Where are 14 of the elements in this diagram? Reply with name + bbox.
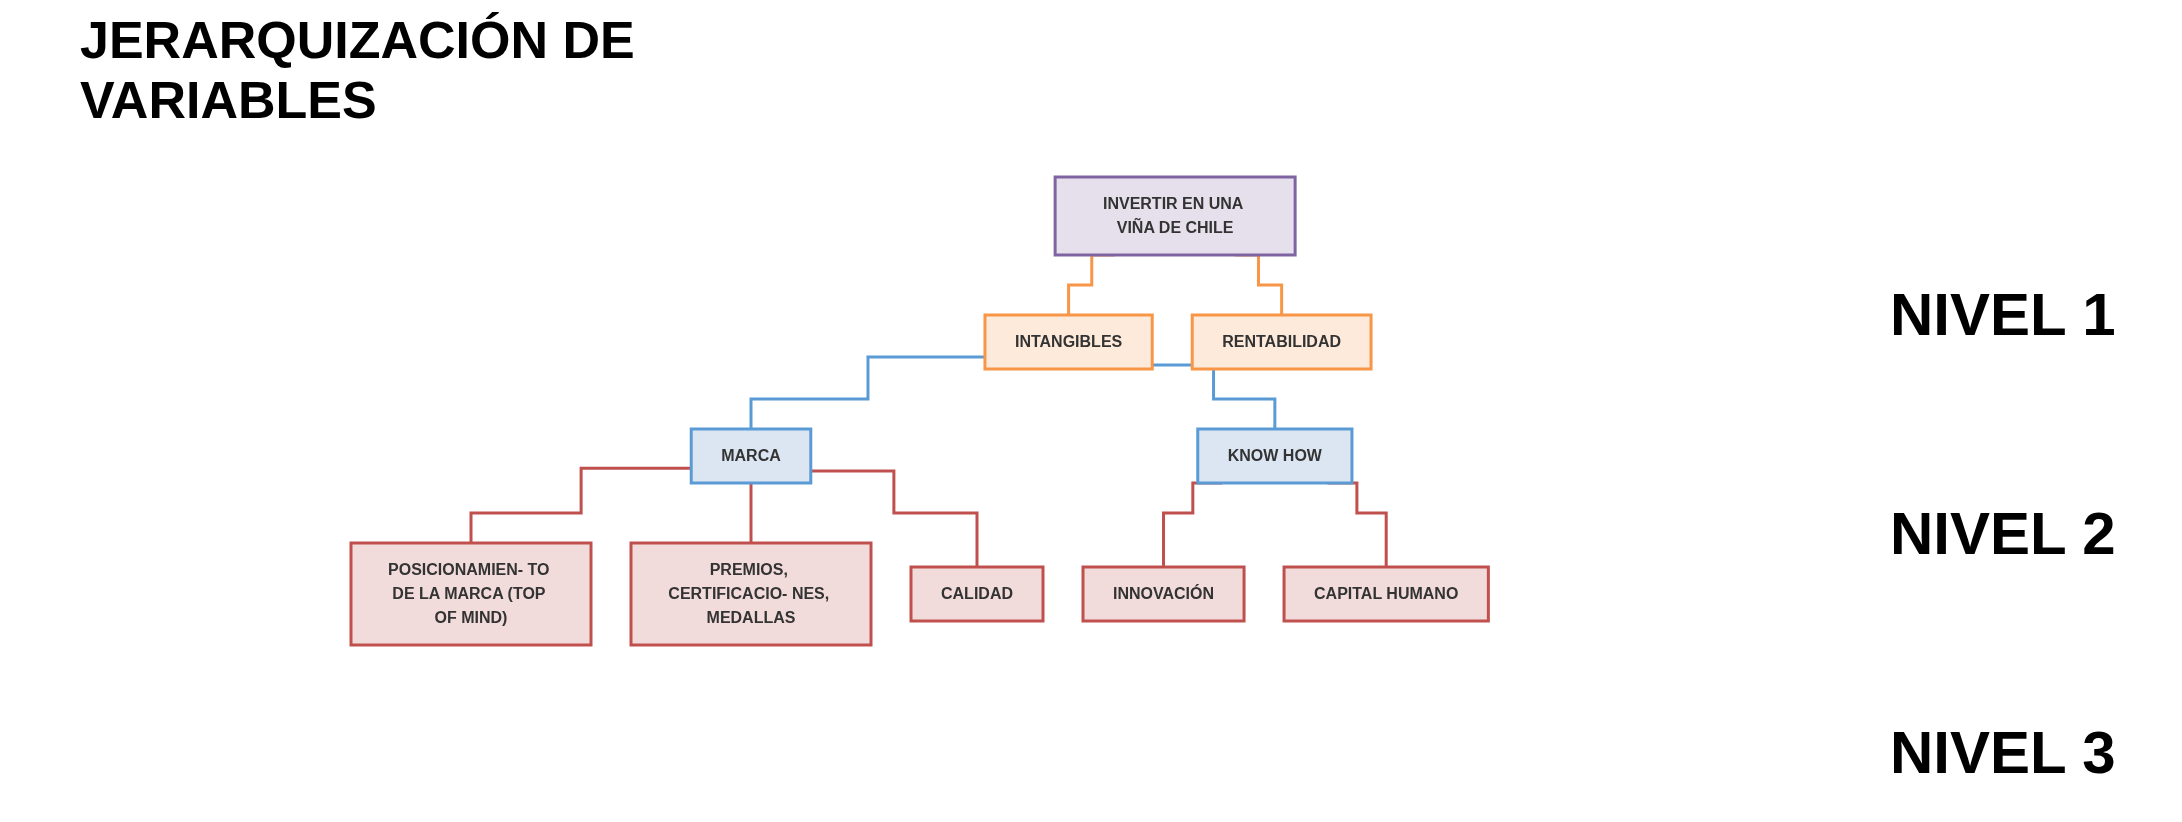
node-box: RENTABILIDAD — [1191, 313, 1373, 371]
level-label: NIVEL 2 — [1890, 499, 2116, 568]
node-box: POSICIONAMIEN- TO DE LA MARCA (TOP OF MIND) — [349, 541, 593, 647]
node-box: INTANGIBLES — [983, 313, 1155, 371]
node-box: CAPITAL HUMANO — [1282, 565, 1491, 623]
title: JERARQUIZACIÓN DE VARIABLES — [80, 10, 636, 130]
node-box: KNOW HOW — [1196, 427, 1354, 485]
node-box: INNOVACIÓN — [1081, 565, 1246, 623]
level-label: NIVEL 1 — [1890, 280, 2116, 349]
node-box: INVERTIR EN UNA VIÑA DE CHILE — [1053, 175, 1297, 257]
node-box: MARCA — [690, 427, 813, 485]
node-box: PREMIOS, CERTIFICACIO- NES, MEDALLAS — [629, 541, 873, 647]
level-label: NIVEL 3 — [1890, 718, 2116, 787]
node-box: CALIDAD — [909, 565, 1045, 623]
